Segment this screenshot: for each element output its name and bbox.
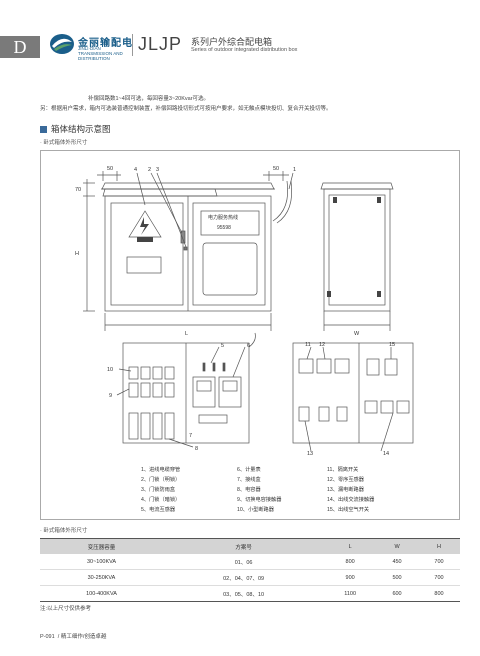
table-cell: 500 [376, 569, 419, 586]
table-cell: 700 [418, 569, 460, 586]
table-header-cell: H [418, 538, 460, 554]
callout-7: 7 [189, 433, 192, 439]
page-number: P-091 [40, 634, 55, 640]
subsection-heading-2: · 卧式箱体外形尺寸 [40, 528, 88, 534]
callout-1: 1 [293, 167, 296, 173]
table-header-cell: L [324, 538, 377, 554]
callout-10: 10 [107, 367, 113, 373]
callout-3: 3 [156, 167, 159, 173]
table-cell: 600 [376, 585, 419, 602]
legend-item-3: 3、门锁防雨盒 [141, 485, 176, 493]
table-cell: 900 [324, 569, 377, 586]
legend-item-11: 11、隔离开关 [327, 465, 358, 473]
dim-label-h: H [75, 251, 79, 257]
callout-6: 6 [247, 343, 250, 349]
table-header-cell: 方案号 [163, 538, 325, 554]
legend-item-15: 15、出线空气开关 [327, 505, 369, 513]
dim-label-w: W [354, 331, 360, 337]
dim-label-70: 70 [75, 187, 81, 193]
table-cell: 700 [418, 554, 460, 570]
section-heading: 箱体结构示意图 [40, 123, 111, 135]
callout-11: 11 [305, 342, 311, 348]
table-cell: 1100 [324, 585, 377, 602]
component-legend: 1、进线电缆穿管 6、计量表 11、隔离开关 2、门锁（明锁） 7、接线盒 12… [141, 465, 375, 513]
legend-item-7: 7、接线盒 [237, 475, 261, 483]
table-cell: 01、06 [163, 554, 325, 570]
table-row: 30~100KVA 01、06 800 450 700 [40, 554, 460, 570]
brand-name-cn: 金丽输配电 [78, 38, 133, 49]
header-divider [132, 34, 133, 56]
callout-4: 4 [134, 167, 137, 173]
table-cell: 100-400KVA [40, 585, 163, 602]
legend-item-13: 13、漏电断路器 [327, 485, 365, 493]
legend-item-2: 2、门锁（明锁） [141, 475, 180, 483]
legend-item-9: 9、切换电容接触器 [237, 495, 282, 503]
door-service-sign: 电力服务热线 [208, 214, 238, 221]
legend-item-6: 6、计量表 [237, 465, 261, 473]
callout-13: 13 [307, 451, 313, 457]
table-cell: 30-250KVA [40, 569, 163, 586]
legend-item-12: 12、零序互感器 [327, 475, 365, 483]
table-cell: 30~100KVA [40, 554, 163, 570]
page-footer: P-091 / 精工细作/创造卓越 [40, 634, 107, 640]
page-title-en: Series of outdoor integrated distributio… [191, 47, 298, 53]
section-heading-text: 箱体结构示意图 [51, 124, 111, 134]
section-bullet-icon [40, 126, 47, 133]
subsection-heading-1: · 卧式箱体外形尺寸 [40, 140, 88, 146]
table-cell: 02、04、07、09 [163, 569, 325, 586]
callout-8: 8 [195, 446, 198, 452]
table-row: 100-400KVA 03、05、08、10 1100 600 800 [40, 585, 460, 602]
table-cell: 450 [376, 554, 419, 570]
brand-name-en: JINLI·DIAN TRANSMISSION AND DISTRIBUTION [78, 46, 123, 61]
legend-item-10: 10、小型断路器 [237, 505, 275, 513]
dim-label-50-left: 50 [107, 166, 113, 172]
legend-item-4: 4、门锁（暗锁） [141, 495, 180, 503]
table-header-cell: 变压器容量 [40, 538, 163, 554]
callout-12: 12 [319, 342, 325, 348]
section-letter-tab: D [0, 36, 40, 58]
door-service-phone: 95598 [217, 225, 231, 231]
legend-item-14: 14、出线交流接触器 [327, 495, 375, 503]
note-line-2: 另：根据用户需求，箱内可选装普通控制装置，补偿回路投切形式可按用户要求，如无触点… [40, 106, 332, 112]
page-slogan: 精工细作/创造卓越 [60, 634, 107, 640]
table-cell: 03、05、08、10 [163, 585, 325, 602]
callout-5: 5 [221, 343, 224, 349]
callout-15: 15 [389, 342, 395, 348]
legend-item-1: 1、进线电缆穿管 [141, 465, 180, 473]
callout-2: 2 [148, 167, 151, 173]
table-header-row: 变压器容量 方案号 L W H [40, 538, 460, 554]
footer-note: 注:以上尺寸仅供参考 [40, 606, 92, 612]
structure-diagram-drawing: 50 70 H L 50 W 4 2 3 1 5 6 10 9 8 7 11 1… [75, 166, 414, 513]
legend-item-8: 8、电容器 [237, 485, 261, 493]
callout-14: 14 [383, 451, 389, 457]
table-cell: 800 [418, 585, 460, 602]
table-cell: 800 [324, 554, 377, 570]
legend-item-5: 5、电流互感器 [141, 505, 176, 513]
table-row: 30-250KVA 02、04、07、09 900 500 700 [40, 569, 460, 586]
table-header-cell: W [376, 538, 419, 554]
dim-label-l: L [185, 331, 188, 337]
callout-9: 9 [109, 393, 112, 399]
series-code: JLJP [138, 34, 183, 54]
dimension-table: 变压器容量 方案号 L W H 30~100KVA 01、06 800 450 … [40, 538, 460, 602]
dim-label-50-right: 50 [273, 166, 279, 172]
structure-diagram: 50 70 H L 50 W 4 2 3 1 5 6 10 9 8 7 11 1… [40, 150, 460, 520]
lightning-warning-icon [140, 217, 149, 235]
page-title-cn: 系列户外综合配电箱 [191, 37, 273, 47]
company-logo-icon [50, 34, 74, 54]
note-line-1: 补偿回路数1~4回可选，每回容量3~20Kvar可选。 [88, 96, 210, 102]
